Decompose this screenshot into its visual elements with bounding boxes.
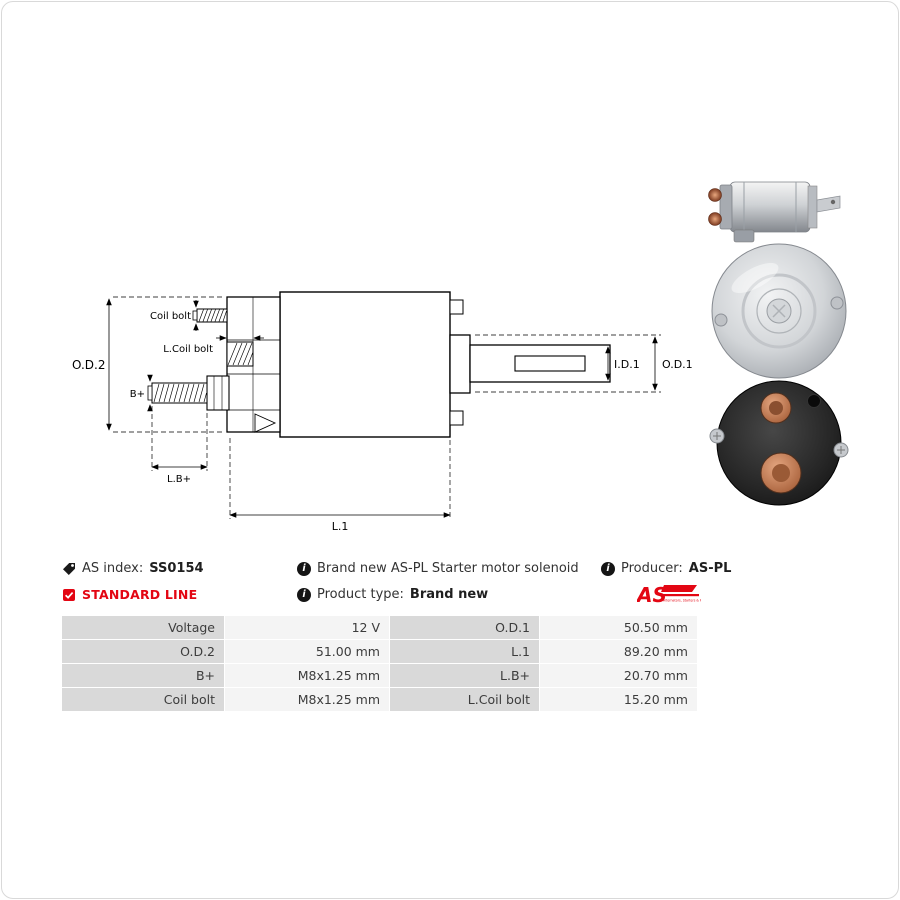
body-notch-bottom xyxy=(449,410,464,426)
tag-icon xyxy=(63,562,75,575)
as-pl-logo: AS Alternators, Starters & Parts xyxy=(637,581,701,611)
body-notch-top xyxy=(449,299,464,315)
check-icon xyxy=(63,588,75,601)
product-photo-front xyxy=(693,240,865,386)
producer: i Producer: AS-PL xyxy=(601,561,731,576)
as-index-value: SS0154 xyxy=(149,561,204,576)
product-photo-back xyxy=(697,376,861,518)
spec-table: Voltage 12 V O.D.1 50.50 mm O.D.2 51.00 … xyxy=(62,616,698,712)
coil-bolt-thread-block xyxy=(226,341,254,367)
spec-value-cell: M8x1.25 mm xyxy=(225,688,390,712)
info-icon: i xyxy=(297,561,311,576)
info-icon: i xyxy=(601,561,615,576)
dimension-lines xyxy=(106,296,661,519)
spec-value-cell: 89.20 mm xyxy=(540,640,698,664)
dim-label-od2: O.D.2 xyxy=(72,358,105,372)
product-description: i Brand new AS-PL Starter motor solenoid xyxy=(297,561,579,576)
logo-tagline: Alternators, Starters & Parts xyxy=(663,599,701,603)
spec-label-cell: L.B+ xyxy=(390,664,540,688)
standard-line-label: STANDARD LINE xyxy=(82,587,198,602)
spec-value-cell: M8x1.25 mm xyxy=(225,664,390,688)
dim-label-coil-bolt: Coil bolt xyxy=(150,311,191,322)
spec-label-cell: Coil bolt xyxy=(62,688,225,712)
dim-label-id1: I.D.1 xyxy=(614,358,640,371)
product-photo-side xyxy=(700,170,850,256)
as-index: AS index: SS0154 xyxy=(62,561,204,576)
spec-label-cell: L.Coil bolt xyxy=(390,688,540,712)
technical-drawing-container: O.D.2 Coil bolt L.Coil bolt B+ L.B+ L.1 … xyxy=(55,88,705,562)
dim-label-l-b-plus: L.B+ xyxy=(167,474,191,485)
producer-value: AS-PL xyxy=(688,561,732,576)
dim-label-od1: O.D.1 xyxy=(662,358,693,371)
product-type-label: Product type: xyxy=(317,587,404,602)
dim-label-l1: L.1 xyxy=(332,520,349,533)
spec-label-cell: L.1 xyxy=(390,640,540,664)
thread-hatching xyxy=(153,309,254,403)
spec-value-cell: 50.50 mm xyxy=(540,616,698,640)
spec-label-cell: B+ xyxy=(62,664,225,688)
spec-label-cell: O.D.2 xyxy=(62,640,225,664)
spec-label-cell: O.D.1 xyxy=(390,616,540,640)
shaft-slot xyxy=(514,355,586,372)
shaft-collar xyxy=(449,334,471,394)
product-type-value: Brand new xyxy=(409,587,489,602)
bracket-foot xyxy=(254,413,277,433)
spec-label-cell: Voltage xyxy=(62,616,225,640)
solenoid-body xyxy=(279,291,451,438)
b-plus-nut xyxy=(206,375,230,411)
product-type: i Product type: Brand new xyxy=(297,587,488,602)
producer-label: Producer: xyxy=(621,561,683,576)
dim-label-b-plus: B+ xyxy=(130,389,145,400)
standard-line: STANDARD LINE xyxy=(62,587,197,602)
dimension-labels: O.D.2 Coil bolt L.Coil bolt B+ L.B+ L.1 … xyxy=(72,311,693,533)
technical-drawing: O.D.2 Coil bolt L.Coil bolt B+ L.B+ L.1 … xyxy=(72,291,693,533)
spec-value-cell: 51.00 mm xyxy=(225,640,390,664)
as-index-label: AS index: xyxy=(82,561,144,576)
plunger-shaft xyxy=(469,344,611,383)
product-description-text: Brand new AS-PL Starter motor solenoid xyxy=(317,561,579,576)
info-icon: i xyxy=(297,587,311,602)
dim-label-l-coil-bolt: L.Coil bolt xyxy=(163,344,213,355)
spec-value-cell: 20.70 mm xyxy=(540,664,698,688)
spec-value-cell: 15.20 mm xyxy=(540,688,698,712)
spec-value-cell: 12 V xyxy=(225,616,390,640)
logo-text: AS xyxy=(637,583,667,607)
solenoid-outline xyxy=(147,291,611,438)
